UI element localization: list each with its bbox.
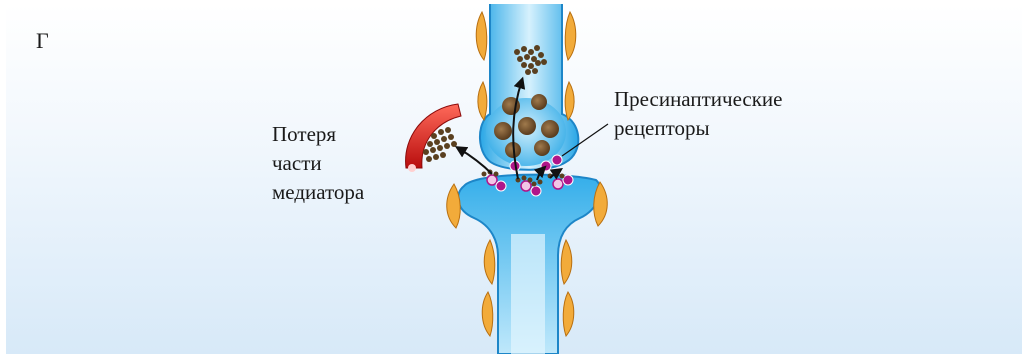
synapse-diagram	[6, 4, 1022, 354]
mediator-loss-line-1: Потеря	[272, 120, 364, 149]
mediator-loss-line-3: медиатора	[272, 178, 364, 207]
mediator-loss-line-2: части	[272, 149, 364, 178]
postsynaptic-neuron	[458, 175, 600, 354]
mediator-loss-label: Потеря части медиатора	[272, 120, 364, 207]
diagram-panel: Г Потеря части медиатора Пресинаптически…	[6, 4, 1022, 354]
presynaptic-receptors-line-2: рецепторы	[614, 114, 783, 143]
presynaptic-receptors-line-1: Пресинаптические	[614, 85, 783, 114]
presynaptic-neuron	[480, 4, 578, 170]
presynaptic-receptors-label: Пресинаптические рецепторы	[614, 85, 783, 143]
panel-label: Г	[36, 28, 49, 54]
